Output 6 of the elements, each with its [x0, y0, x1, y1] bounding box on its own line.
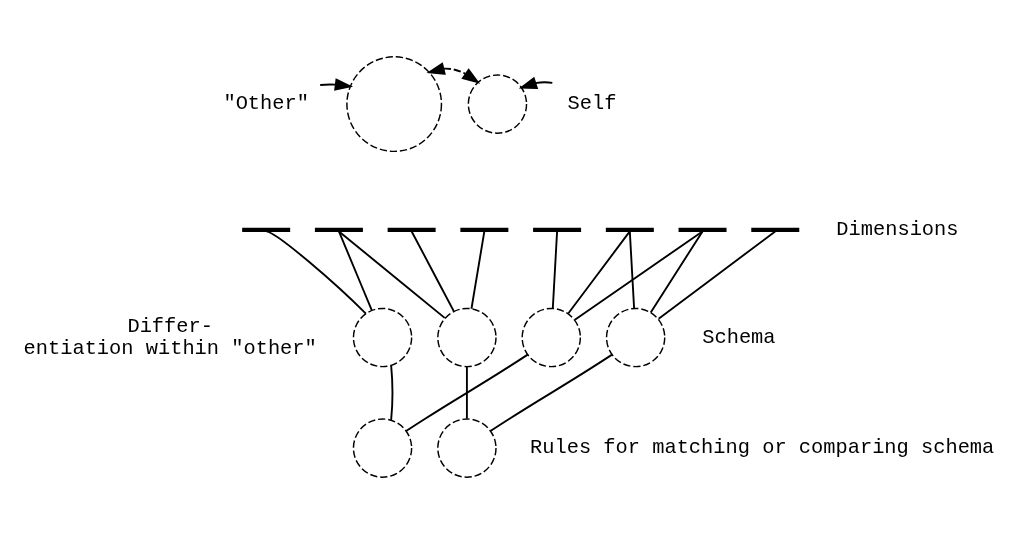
- label: Rules for matching or comparing schema: [530, 436, 995, 460]
- node-text: "Other": [223, 92, 309, 116]
- node-text: Self: [567, 92, 617, 116]
- label: Differ- entiation within "other": [23, 315, 317, 360]
- label: Schema: [702, 325, 776, 349]
- label: Dimensions: [836, 218, 959, 242]
